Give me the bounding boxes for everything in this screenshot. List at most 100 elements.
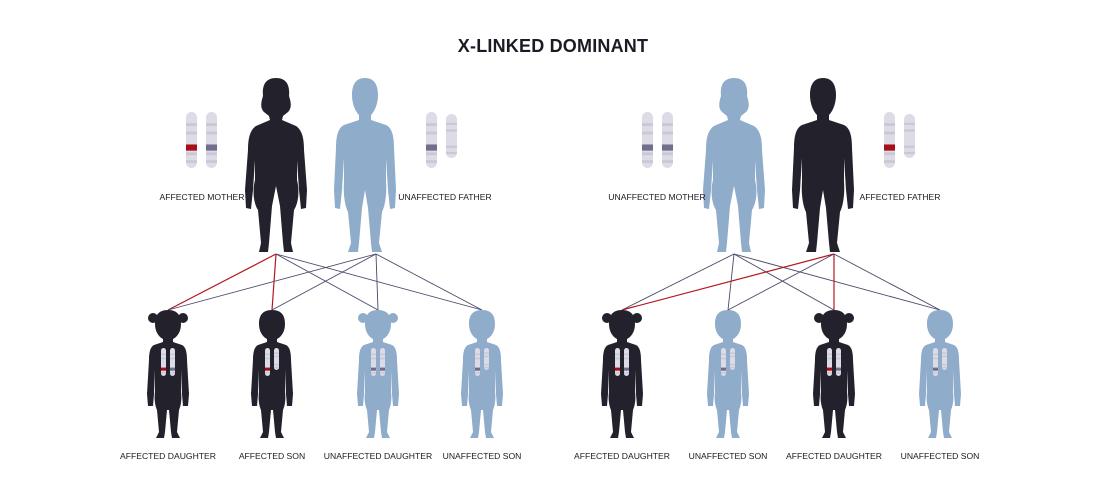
child-chromosomes <box>265 348 279 376</box>
affected-inheritance-line <box>167 253 277 311</box>
man-silhouette <box>792 78 854 252</box>
inheritance-line <box>621 253 735 311</box>
inheritance-line <box>275 253 483 311</box>
boy-silhouette <box>251 310 293 438</box>
man-silhouette <box>334 78 396 252</box>
child-chromosomes <box>615 348 629 376</box>
chromosome <box>186 112 197 168</box>
chromosome <box>642 112 653 168</box>
chromosome <box>265 348 270 376</box>
inheritance-line <box>167 253 377 311</box>
normal-gene-band <box>933 367 938 371</box>
mutant-gene-band <box>884 144 895 151</box>
child-chromosomes <box>827 348 841 376</box>
inheritance-line <box>727 253 835 311</box>
inheritance-line <box>733 253 941 311</box>
chromosome <box>380 348 385 376</box>
chromosome <box>933 348 938 376</box>
girl-silhouette <box>813 310 855 438</box>
girl-silhouette <box>147 310 189 438</box>
normal-gene-band <box>836 367 841 371</box>
affected-daughter-figure: AFFECTED DAUGHTER <box>120 310 216 461</box>
mutant-gene-band <box>161 367 166 371</box>
affected-daughter-figure: AFFECTED DAUGHTER <box>574 310 670 461</box>
affected-inheritance-line <box>621 253 835 311</box>
chromosome <box>730 348 735 370</box>
figures: UNAFFECTED MOTHER AFFECTED FATHER AFFECTED… <box>574 78 979 461</box>
mutant-gene-band <box>265 367 270 371</box>
normal-gene-band <box>380 367 385 371</box>
chromosome <box>371 348 376 376</box>
figure-label: AFFECTED SON <box>239 451 305 461</box>
chromosome <box>904 114 915 158</box>
figure-label: UNAFFECTED SON <box>901 451 980 461</box>
chromosome <box>170 348 175 376</box>
figure-label: UNAFFECTED DAUGHTER <box>324 451 432 461</box>
affected-son-figure: AFFECTED SON <box>239 310 305 461</box>
child-chromosomes <box>721 348 735 376</box>
normal-gene-band <box>206 144 217 151</box>
normal-gene-band <box>475 367 480 371</box>
affected-mother-figure: AFFECTED MOTHER <box>160 78 307 252</box>
boy-silhouette <box>919 310 961 438</box>
figure-label: AFFECTED DAUGHTER <box>574 451 670 461</box>
unaffected-daughter-figure: UNAFFECTED DAUGHTER <box>324 310 432 461</box>
normal-gene-band <box>721 367 726 371</box>
chromosome <box>426 112 437 168</box>
girl-silhouette <box>601 310 643 438</box>
inheritance-line <box>375 253 483 311</box>
boy-silhouette <box>461 310 503 438</box>
inheritance-line <box>833 253 941 311</box>
affected-father-figure: AFFECTED FATHER <box>792 78 941 252</box>
chromosome <box>942 348 947 370</box>
normal-gene-band <box>426 144 437 151</box>
mutant-gene-band <box>186 144 197 151</box>
inheritance-lines <box>621 253 941 311</box>
chromosome <box>827 348 832 376</box>
figure-label: UNAFFECTED FATHER <box>398 192 491 202</box>
chromosome <box>484 348 489 370</box>
pedigree-left: AFFECTED MOTHER UNAFFECTED FATHER AFFECTED… <box>120 78 521 461</box>
chromosome <box>615 348 620 376</box>
inheritance-lines <box>167 253 483 311</box>
normal-gene-band <box>371 367 376 371</box>
pedigree-right: UNAFFECTED MOTHER AFFECTED FATHER AFFECTED… <box>574 78 979 461</box>
chromosome <box>274 348 279 370</box>
chromosome <box>206 112 217 168</box>
chromosome <box>161 348 166 376</box>
chromosome <box>624 348 629 376</box>
figure-label: UNAFFECTED SON <box>443 451 522 461</box>
figure-label: AFFECTED MOTHER <box>160 192 245 202</box>
chromosome <box>662 112 673 168</box>
unaffected-father-figure: UNAFFECTED FATHER <box>334 78 492 252</box>
diagram-title: X-LINKED DOMINANT <box>457 36 649 56</box>
affected-inheritance-line <box>271 253 277 311</box>
woman-silhouette <box>703 78 765 252</box>
chromosome <box>446 114 457 158</box>
inheritance-line <box>271 253 377 311</box>
figure-label: UNAFFECTED MOTHER <box>608 192 705 202</box>
unaffected-son-figure: UNAFFECTED SON <box>901 310 980 461</box>
figure-label: AFFECTED DAUGHTER <box>786 451 882 461</box>
figure-label: AFFECTED DAUGHTER <box>120 451 216 461</box>
chromosome <box>884 112 895 168</box>
figures: AFFECTED MOTHER UNAFFECTED FATHER AFFECTED… <box>120 78 521 461</box>
chromosome <box>721 348 726 376</box>
normal-gene-band <box>662 144 673 151</box>
child-chromosomes <box>371 348 385 376</box>
figure-label: AFFECTED FATHER <box>859 192 940 202</box>
child-chromosomes <box>933 348 947 376</box>
woman-silhouette <box>245 78 307 252</box>
normal-gene-band <box>170 367 175 371</box>
inheritance-line <box>375 253 379 311</box>
inheritance-line <box>733 253 835 311</box>
girl-silhouette <box>357 310 399 438</box>
figure-label: UNAFFECTED SON <box>689 451 768 461</box>
chromosome <box>836 348 841 376</box>
mutant-gene-band <box>827 367 832 371</box>
normal-gene-band <box>624 367 629 371</box>
unaffected-mother-figure: UNAFFECTED MOTHER <box>608 78 765 252</box>
boy-silhouette <box>707 310 749 438</box>
unaffected-son-figure: UNAFFECTED SON <box>689 310 768 461</box>
